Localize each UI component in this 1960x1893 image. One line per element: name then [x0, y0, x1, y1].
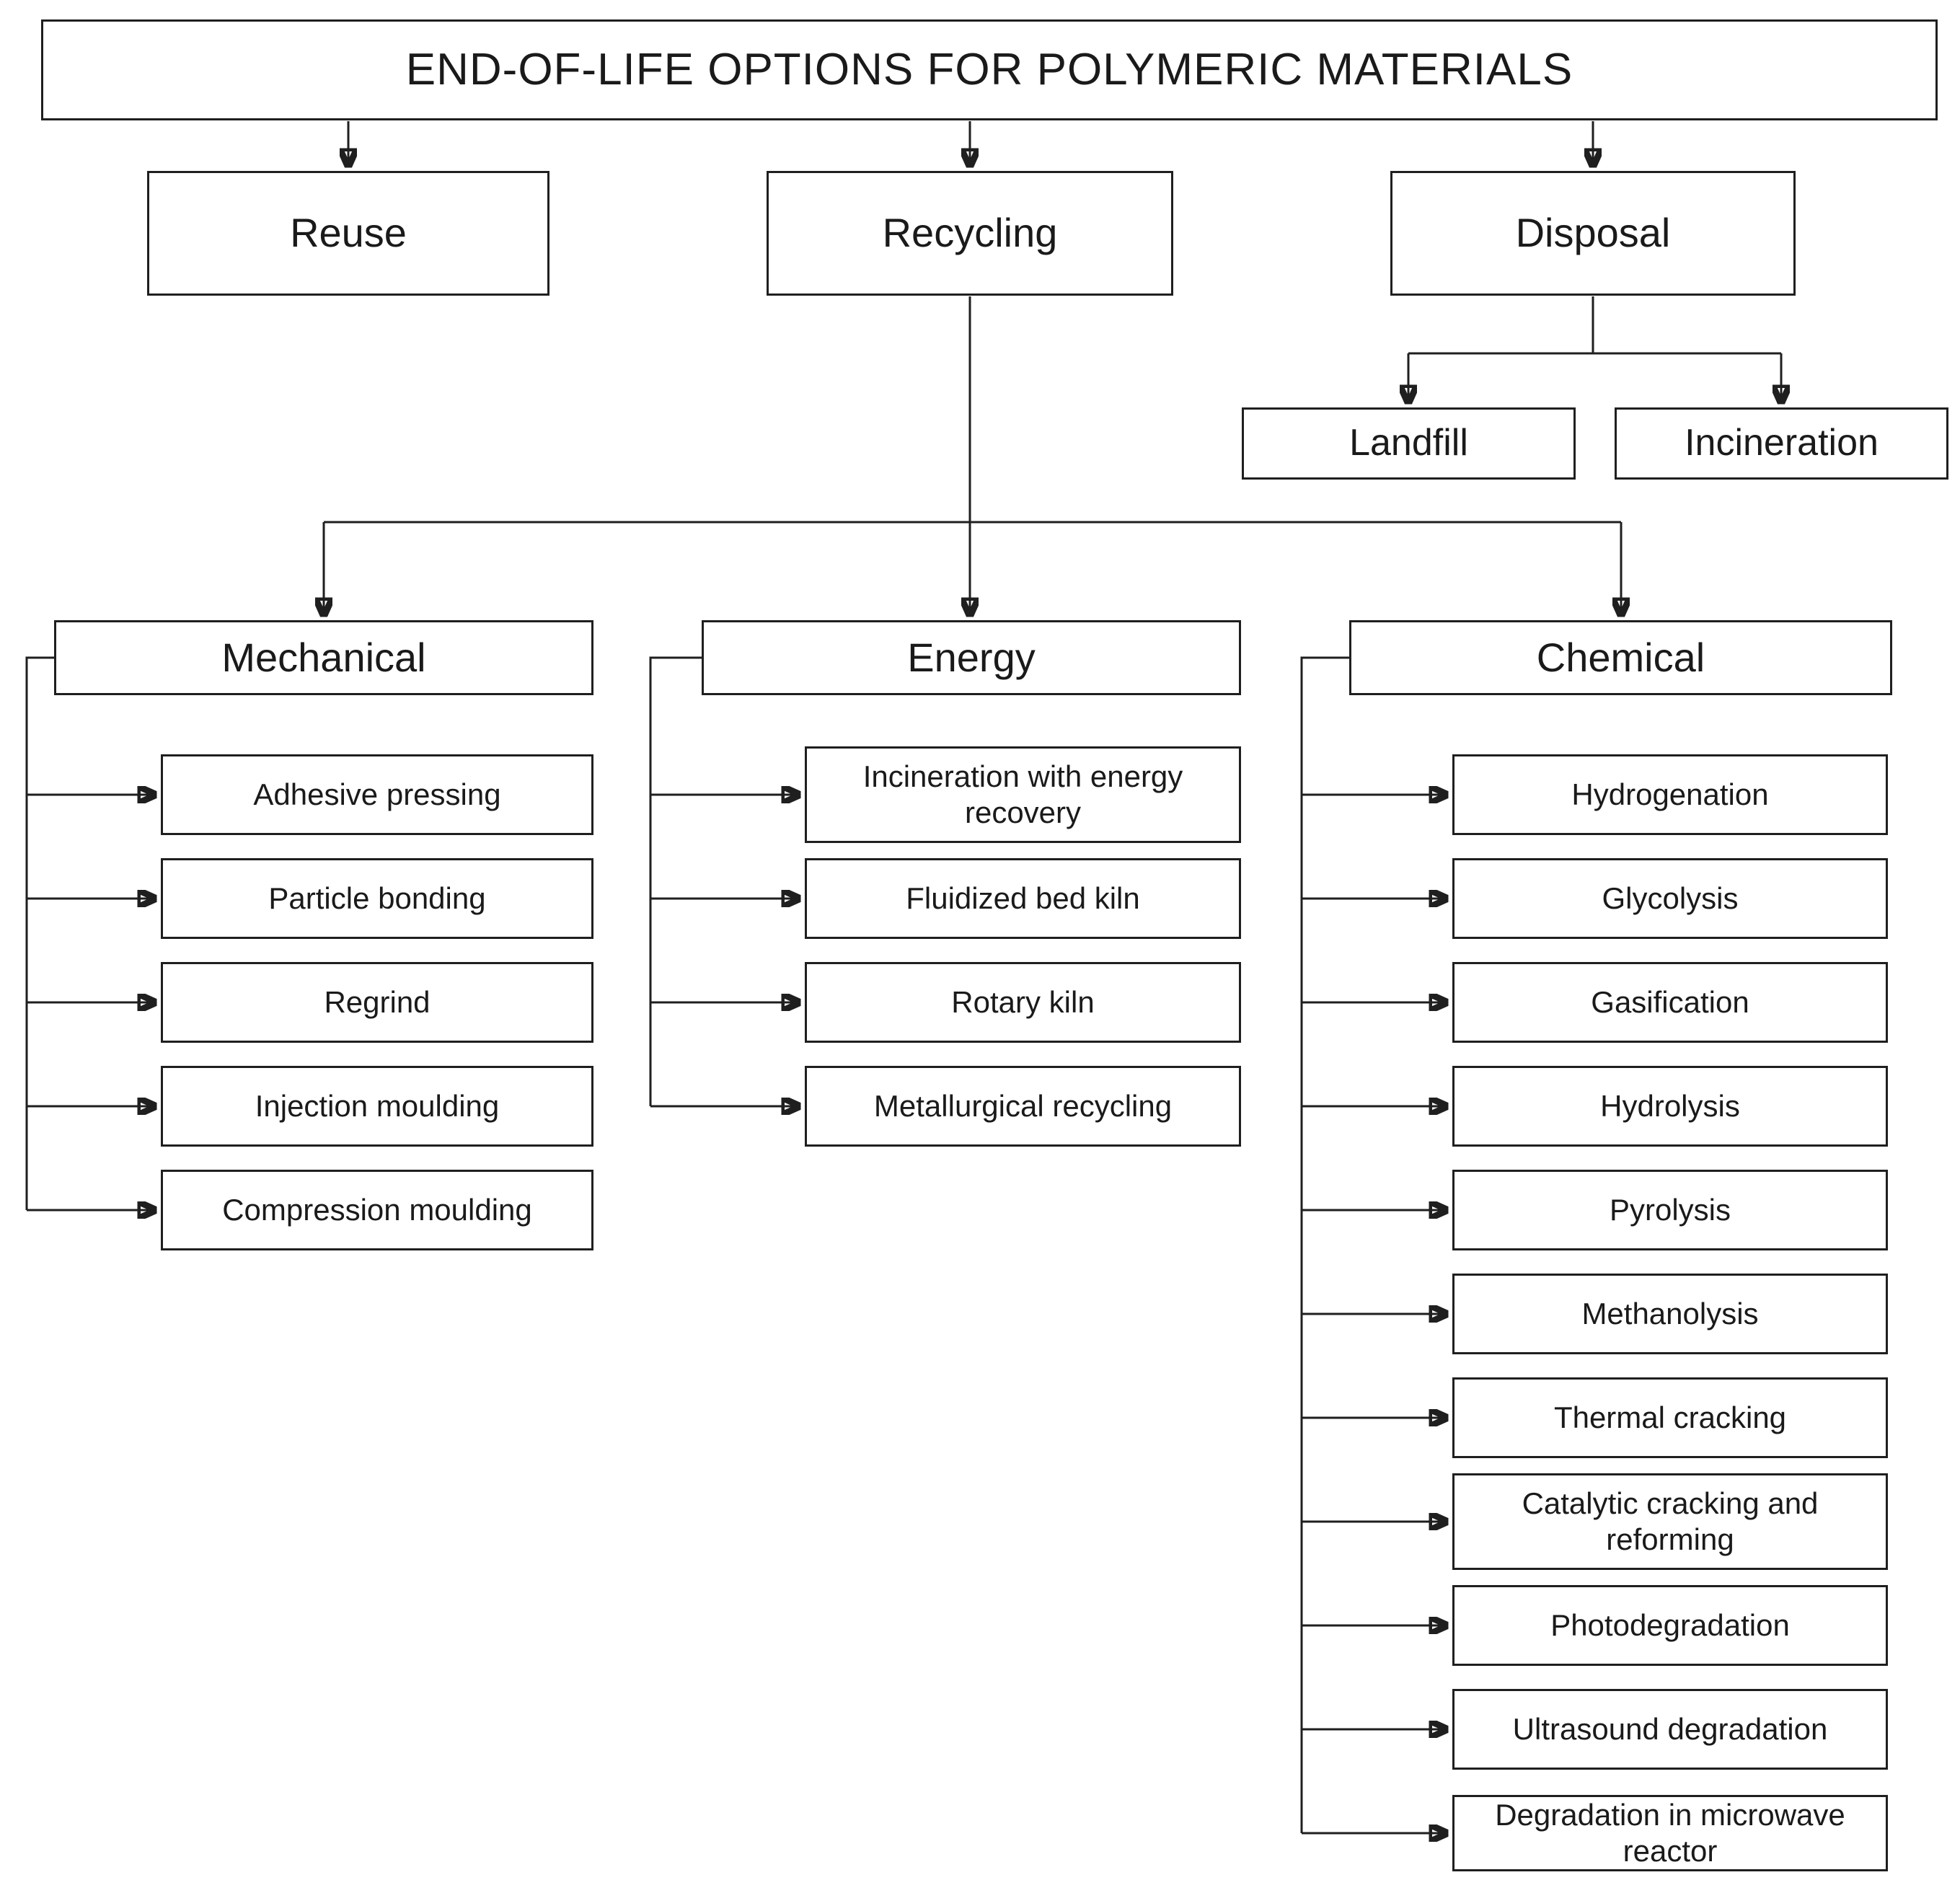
node-catalytic-cracking-reforming: Catalytic cracking and reforming: [1452, 1473, 1888, 1570]
chemical-spine-connectors: [1300, 656, 1447, 1833]
node-glycolysis: Glycolysis: [1452, 858, 1888, 939]
title-to-level1-arrows: [348, 121, 1593, 167]
node-thermal-cracking: Thermal cracking: [1452, 1377, 1888, 1458]
mechanical-spine-connectors: [25, 656, 156, 1210]
node-metallurgical-recycling: Metallurgical recycling: [805, 1066, 1241, 1147]
node-compression-moulding: Compression moulding: [161, 1170, 593, 1250]
node-incineration-energy-recovery: Incineration with energy recovery: [805, 746, 1241, 843]
node-incineration: Incineration: [1615, 407, 1948, 480]
node-ultrasound-degradation: Ultrasound degradation: [1452, 1689, 1888, 1770]
node-energy-header: Energy: [702, 620, 1241, 695]
node-reuse: Reuse: [147, 171, 549, 296]
node-injection-moulding: Injection moulding: [161, 1066, 593, 1147]
node-fluidized-bed-kiln: Fluidized bed kiln: [805, 858, 1241, 939]
node-hydrogenation: Hydrogenation: [1452, 754, 1888, 835]
node-disposal: Disposal: [1390, 171, 1796, 296]
energy-spine-connectors: [649, 656, 800, 1106]
node-particle-bonding: Particle bonding: [161, 858, 593, 939]
disposal-subtree-connectors: [1408, 296, 1781, 403]
diagram-title: END-OF-LIFE OPTIONS FOR POLYMERIC MATERI…: [41, 19, 1938, 120]
node-gasification: Gasification: [1452, 962, 1888, 1043]
node-landfill: Landfill: [1242, 407, 1576, 480]
node-methanolysis: Methanolysis: [1452, 1274, 1888, 1354]
node-pyrolysis: Pyrolysis: [1452, 1170, 1888, 1250]
node-mechanical-header: Mechanical: [54, 620, 593, 695]
node-photodegradation: Photodegradation: [1452, 1585, 1888, 1666]
node-regrind: Regrind: [161, 962, 593, 1043]
node-chemical-header: Chemical: [1349, 620, 1892, 695]
node-hydrolysis: Hydrolysis: [1452, 1066, 1888, 1147]
node-adhesive-pressing: Adhesive pressing: [161, 754, 593, 835]
node-recycling: Recycling: [767, 171, 1173, 296]
node-degradation-microwave-reactor: Degradation in microwave reactor: [1452, 1795, 1888, 1871]
node-rotary-kiln: Rotary kiln: [805, 962, 1241, 1043]
